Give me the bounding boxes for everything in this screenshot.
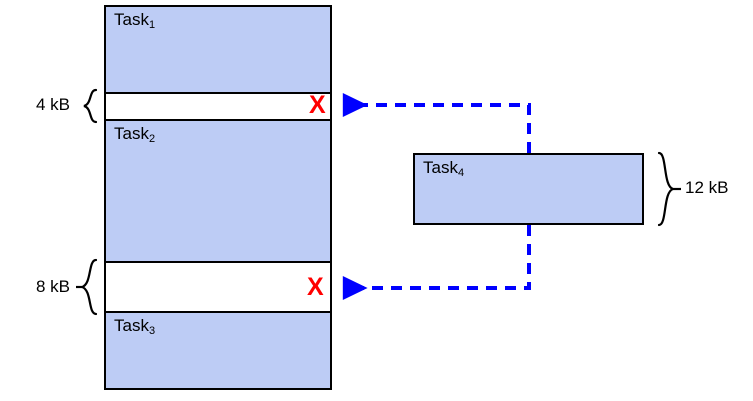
memory-block-task3: Task3 [106, 313, 330, 388]
incoming-task4-box: Task4 [413, 153, 644, 225]
gap2-brace [76, 258, 98, 316]
main-memory-column: Task1 Task2 Task3 [104, 5, 332, 390]
reject-mark-gap1: X [309, 91, 326, 119]
reject-mark-gap2: X [307, 273, 324, 301]
gap2-size-label: 8 kB [35, 277, 70, 296]
arrow-to-gap1 [342, 93, 531, 153]
task3-label: Task3 [114, 316, 156, 337]
task4-size-label: 12 kB [685, 178, 729, 197]
memory-block-gap1 [106, 92, 330, 121]
memory-block-task2: Task2 [106, 121, 330, 261]
task2-label: Task2 [114, 124, 156, 145]
memory-block-task1: Task1 [106, 7, 330, 92]
task4-label: Task4 [423, 158, 465, 179]
gap1-size-label: 4 kB [35, 95, 70, 114]
task4-brace [657, 151, 681, 227]
gap1-brace [83, 88, 98, 124]
task1-label: Task1 [114, 10, 156, 31]
arrow-to-gap2 [342, 225, 531, 301]
memory-block-gap2 [106, 261, 330, 313]
